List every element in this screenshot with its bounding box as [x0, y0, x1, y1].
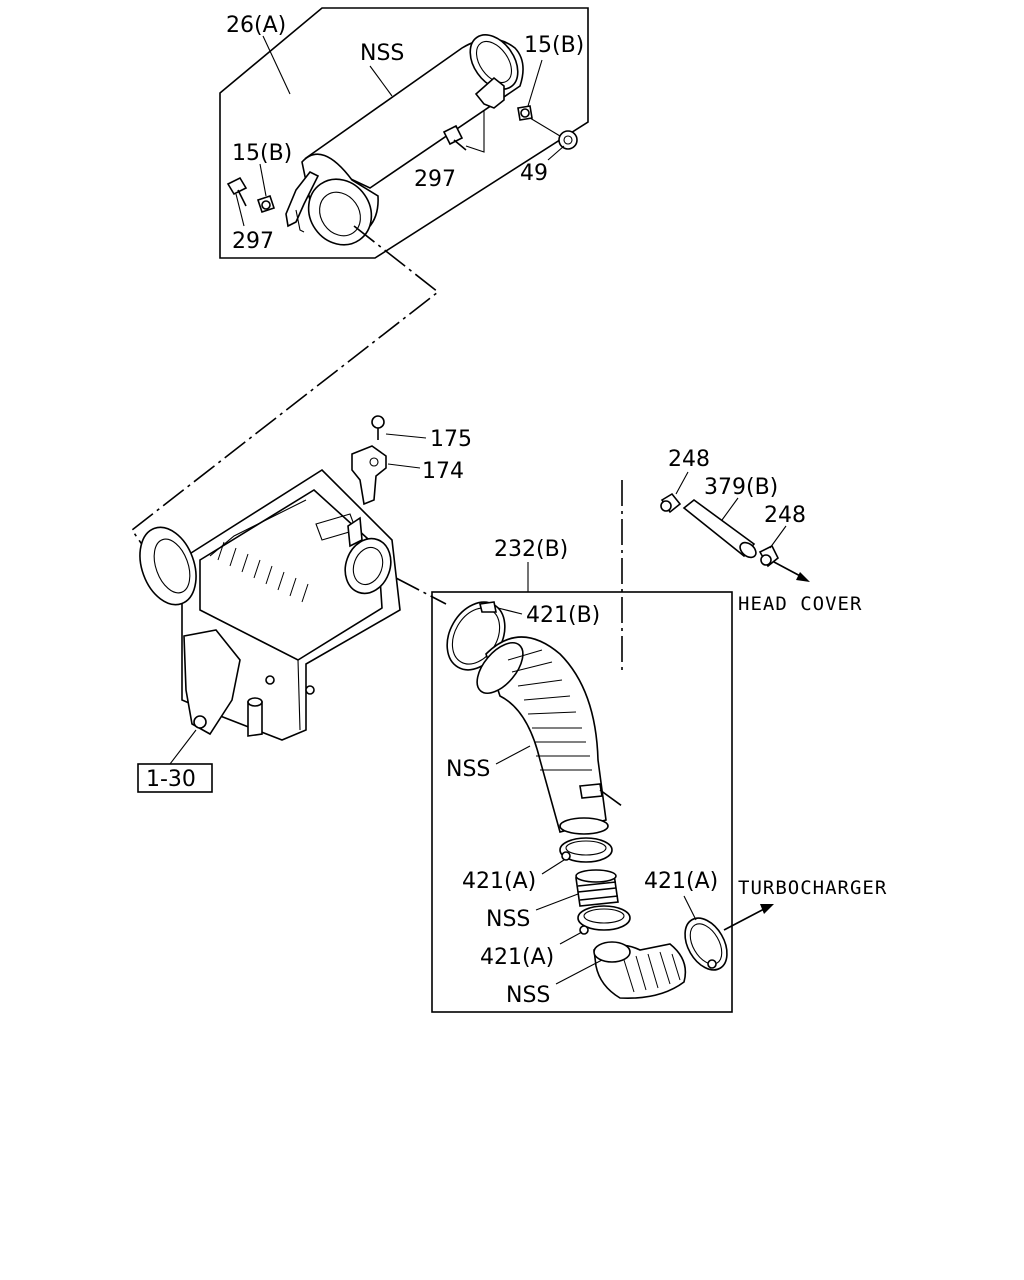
label-248-b: 248 — [764, 503, 806, 528]
label-nss-coupler: NSS — [486, 907, 530, 932]
arrow-turbocharger — [760, 904, 774, 914]
clip-15b-left — [256, 194, 276, 214]
label-297-mid: 297 — [414, 167, 456, 192]
label-379b: 379(B) — [704, 475, 778, 500]
label-49: 49 — [520, 161, 548, 186]
fastener-297-mid — [442, 124, 467, 151]
label-297-left: 297 — [232, 229, 274, 254]
ref-box-1-30 — [137, 763, 213, 793]
sensor-174 — [347, 445, 387, 548]
label-nss-elbow: NSS — [506, 983, 550, 1008]
label-174: 174 — [422, 459, 464, 484]
label-421a-2: 421(A) — [480, 945, 554, 970]
clamp-421a-1 — [559, 837, 613, 863]
label-turbocharger: TURBOCHARGER — [738, 877, 887, 899]
label-421b: 421(B) — [526, 603, 600, 628]
clip-15b-right — [517, 105, 533, 121]
intake-hose — [476, 636, 609, 835]
clamp-421a-3 — [684, 917, 728, 971]
label-nss-hose: NSS — [446, 757, 490, 782]
label-175: 175 — [430, 427, 472, 452]
air-cleaner-box — [139, 468, 401, 741]
clamp-248-lower — [758, 544, 780, 568]
inset-box-232b — [431, 591, 733, 1013]
label-248-a: 248 — [668, 447, 710, 472]
label-15b-top: 15(B) — [524, 33, 584, 58]
nut-49 — [558, 130, 578, 150]
label-1-30: 1-30 — [146, 767, 196, 792]
clamp-248-upper — [660, 492, 682, 514]
label-head-cover: HEAD COVER — [738, 593, 862, 615]
label-421a-1: 421(A) — [462, 869, 536, 894]
inset-box-26a — [219, 7, 589, 259]
fastener-297-left — [226, 176, 248, 207]
clamp-421a-2 — [577, 905, 631, 935]
breather-hose-379b — [682, 498, 757, 559]
arrow-head-cover — [796, 572, 810, 582]
label-15b-left: 15(B) — [232, 141, 292, 166]
label-232b: 232(B) — [494, 537, 568, 562]
bolt-175 — [371, 415, 385, 440]
elbow-hose — [593, 941, 687, 999]
label-421a-3: 421(A) — [644, 869, 718, 894]
label-26a: 26(A) — [226, 13, 286, 38]
label-nss-top: NSS — [360, 41, 404, 66]
resonator-duct — [285, 34, 524, 246]
coupler — [575, 869, 619, 907]
